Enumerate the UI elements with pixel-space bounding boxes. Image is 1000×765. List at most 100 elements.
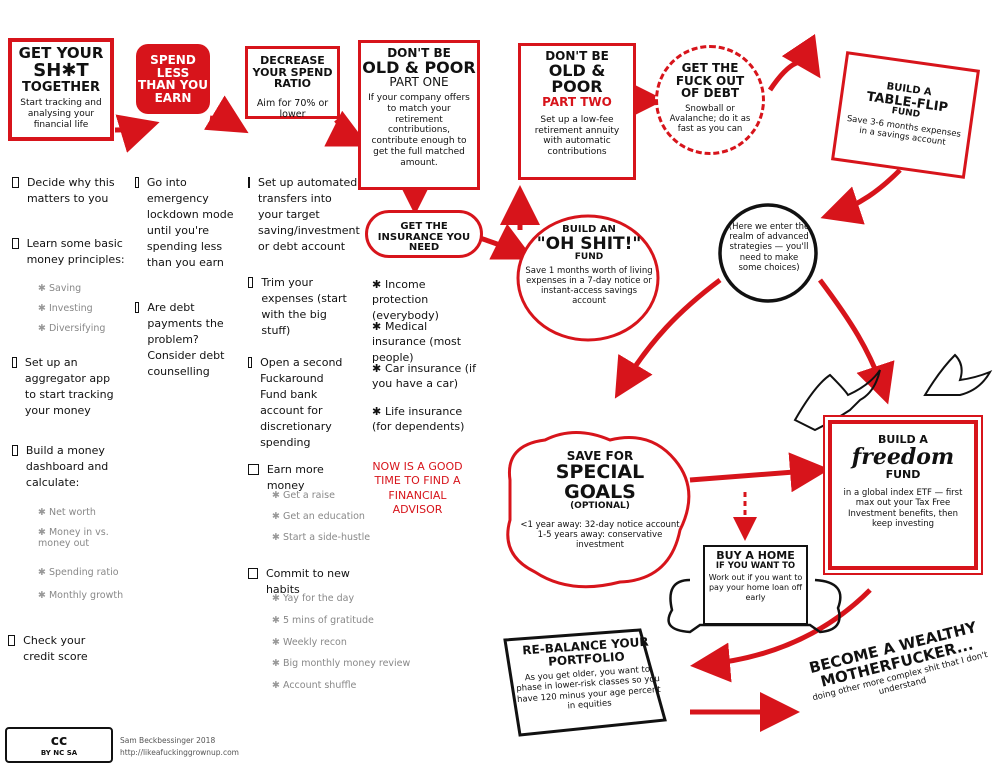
advanced-circle [718,203,818,303]
arrow-8 [767,33,821,92]
get-your-shit-together-card: GET YOUR SH✱T TOGETHER Start tracking an… [8,38,114,141]
arrow-2 [203,95,249,134]
card-title-line1: GET YOUR [18,44,104,62]
card-title-c: PART TWO [542,95,612,110]
special-goals-optional: (OPTIONAL) [570,501,630,512]
card-title-c: PART ONE [389,75,449,90]
sub-saving: Saving [38,283,81,294]
card-title-line3: TOGETHER [21,79,101,95]
task-aggregator[interactable]: Set up an aggregator app to start tracki… [12,355,122,419]
freedom-fund-card: BUILD A freedom FUND in a global index E… [828,420,978,570]
card-desc: Start tracking and analysing your financ… [20,98,102,130]
freedom-title-b: freedom [851,443,955,470]
cc-terms: BY NC SA [40,749,78,757]
card-title-b: OLD & POOR [548,60,606,97]
checkbox[interactable] [12,357,17,368]
sub-yay-day: Yay for the day [272,593,354,604]
task-learn-principles[interactable]: Learn some basic money principles: [12,236,127,268]
sub-investing: Investing [38,303,93,314]
freedom-title-c: FUND [885,467,921,481]
special-goals-title-c: GOALS [564,480,636,503]
card-title-a: DON'T BE [387,46,451,60]
sub-money-in-out: Money in vs. money out [38,527,118,549]
book-shape [503,628,667,737]
checkbox[interactable] [12,445,18,456]
debt-desc: Snowball or Avalanche; do it as fast as … [669,103,751,135]
card-desc: If your company offers to match your ret… [368,92,470,168]
cc-icon: cc [50,733,68,749]
task-trim-expenses[interactable]: Trim your expenses (start with the big s… [248,275,353,339]
arrow-11 [817,278,895,405]
sub-net-worth: Net worth [38,507,96,518]
checkbox[interactable] [12,238,19,249]
checkbox[interactable] [248,464,259,475]
card-title: SPEND LESS THAN YOU EARN [138,53,208,105]
sub-get-education: Get an education [272,511,365,522]
author-url[interactable]: http://likeafuckinggrownup.com [120,748,239,757]
sub-get-raise: Get a raise [272,490,335,501]
card-title: DECREASE YOUR SPEND RATIO [252,54,333,91]
debt-burst: GET THE FUCK OUT OF DEBT Snowball or Ava… [655,45,765,155]
sub-monthly-review: Big monthly money review [272,658,410,669]
oh-shit-blob [516,214,660,342]
checkbox[interactable] [8,635,16,646]
oh-shit-desc: Save 1 months worth of living expenses i… [525,265,653,307]
arrow-9 [820,168,902,225]
home-card: BUY A HOME IF YOU WANT TO Work out if yo… [703,545,808,625]
checkbox[interactable] [135,177,139,188]
task-credit-score[interactable]: Check your credit score [8,633,98,665]
insurance-car: Car insurance (if you have a car) [372,361,482,392]
insurance-title: GET THE INSURANCE YOU NEED [377,221,471,253]
checkbox[interactable] [248,568,258,579]
sub-side-hustle: Start a side-hustle [272,532,370,543]
arrow-3 [324,110,369,147]
sub-diversifying: Diversifying [38,323,105,334]
oh-shit-title-a: BUILD AN [562,224,616,235]
home-subtitle: IF YOU WANT TO [715,560,796,571]
advisor-note: NOW IS A GOOD TIME TO FIND A FINANCIAL A… [372,460,463,516]
advanced-note: (Here we enter the realm of advanced str… [728,222,810,273]
old-poor-part-two-card: DON'T BE OLD & POOR PART TWO Set up a lo… [518,43,636,180]
checkbox[interactable] [248,357,253,368]
freedom-desc: in a global index ETF — first max out yo… [843,488,963,529]
special-goals-line1: <1 year away: 32-day notice account [520,519,680,530]
sub-spending-ratio: Spending ratio [38,567,119,578]
sub-account-shuffle: Account shuffle [272,680,356,691]
freedom-title-a: BUILD A [878,433,928,446]
task-dashboard[interactable]: Build a money dashboard and calculate: [12,443,122,491]
arrow-13 [690,588,872,683]
arrow-10 [614,278,722,399]
card-title-line2: SH✱T [33,59,89,81]
checkbox[interactable] [135,302,140,313]
special-goals-title-a: SAVE FOR [566,449,634,463]
special-goals-line2: 1-5 years away: conservative investment [537,530,663,551]
arrow-1 [114,114,160,153]
checkbox[interactable] [248,277,254,288]
task-automated-transfers[interactable]: Set up automated transfers into your tar… [248,175,360,255]
spend-less-card: SPEND LESS THAN YOU EARN [136,44,210,114]
task-emergency-lockdown[interactable]: Go into emergency lockdown mode until yo… [135,175,235,271]
oh-shit-title-b: "OH SHIT!" [536,233,642,254]
card-title-a: DON'T BE [545,49,609,63]
insurance-medical: Medical insurance (most people) [372,319,482,365]
cloud-house [667,578,842,634]
card-title-b: OLD & POOR [362,57,476,77]
checkbox[interactable] [248,177,250,188]
debt-title: GET THE FUCK OUT OF DEBT [675,61,745,101]
task-fuckaround-fund[interactable]: Open a second Fuckaround Fund bank accou… [248,355,353,451]
checkbox[interactable] [12,177,19,188]
sub-weekly-recon: Weekly recon [272,637,347,648]
oh-shit-title-c: FUND [574,252,604,263]
task-earn-more[interactable]: Earn more money [248,462,363,494]
task-decide-why[interactable]: Decide why this matters to you [12,175,122,207]
sub-monthly-growth: Monthly growth [38,590,123,601]
table-flip-card: BUILD A TABLE-FLIP FUND Save 3-6 months … [831,51,980,179]
rebalance-book: RE-BALANCE YOUR PORTFOLIO As you get old… [513,635,663,715]
bird-1 [793,369,881,432]
old-poor-part-one-card: DON'T BE OLD & POOR PART ONE If your com… [358,40,480,190]
task-debt-payments[interactable]: Are debt payments the problem? Consider … [135,300,235,380]
cc-license-badge[interactable]: cc BY NC SA [5,727,113,763]
arrow-12 [689,452,830,493]
home-desc: Work out if you want to pay your home lo… [708,573,803,602]
card-desc: Aim for 70% or lower [256,97,329,121]
